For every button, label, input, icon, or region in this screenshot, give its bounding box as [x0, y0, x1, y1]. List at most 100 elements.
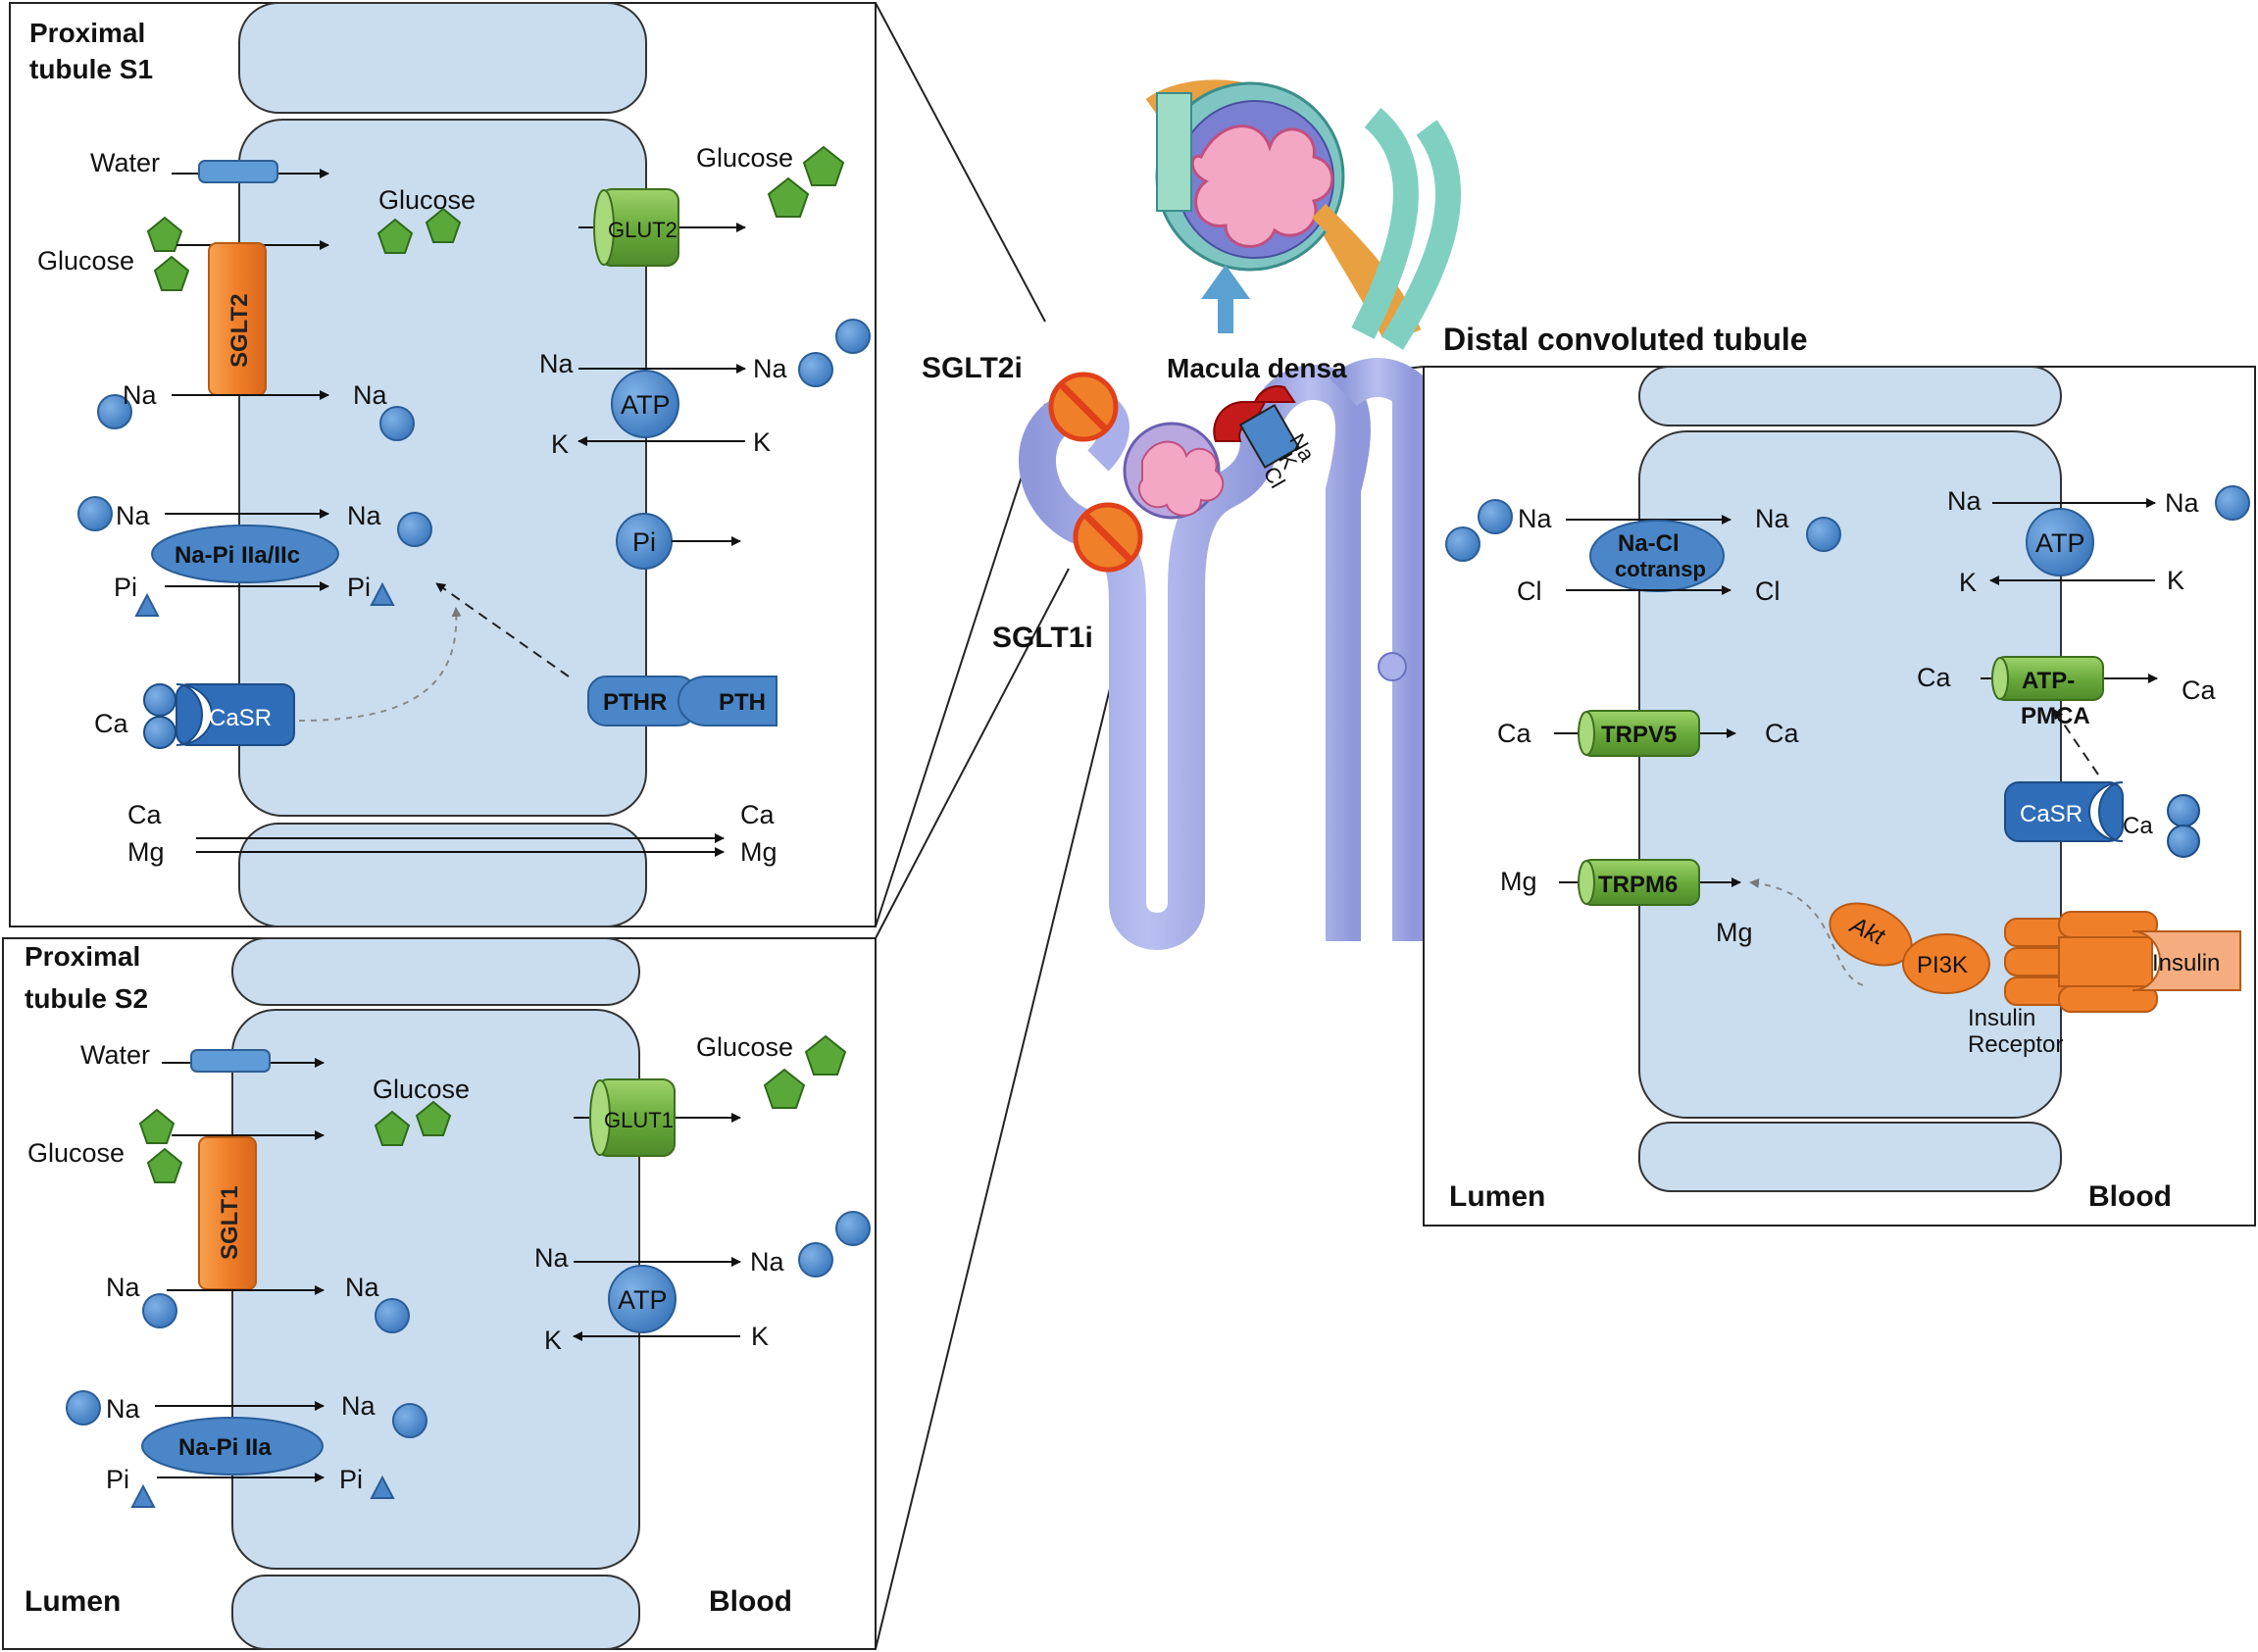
s2-na-ion — [142, 1293, 177, 1328]
s1-glucose-icon — [153, 255, 190, 291]
nkcc-transporter — [1238, 403, 1301, 470]
s1-glut2-end — [593, 189, 615, 266]
s2-atp-pump — [608, 1265, 677, 1333]
macula-densa-cap — [1253, 385, 1296, 403]
s2-na-mid2-label: Na — [341, 1391, 376, 1421]
s2-sglt1-label: SGLT1 — [217, 1185, 243, 1260]
s1-na-left-label: Na — [123, 380, 157, 410]
macula-densa-label: Macula densa — [1167, 353, 1347, 383]
s2-na-right-in-label: Na — [534, 1243, 569, 1273]
s2-atp-label: ATP — [618, 1285, 668, 1315]
s1-ca-bottom-left-label: Ca — [127, 800, 162, 829]
dct-ca-ion — [2167, 794, 2200, 827]
dct-ca-right-out-label: Ca — [2182, 676, 2216, 705]
s2-glut1-label: GLUT1 — [604, 1108, 674, 1132]
dct-casr-ca-label: Ca — [2123, 813, 2153, 839]
s1-atp-pump — [611, 370, 679, 438]
s2-phosphate-icon — [370, 1475, 395, 1499]
dct-ca-mid-label: Ca — [1765, 719, 1799, 748]
s1-pth-hormone — [677, 676, 778, 726]
dct-mg-left-label: Mg — [1500, 867, 1537, 896]
s1-pi-pump-label: Pi — [632, 527, 656, 557]
s1-glucose-icon — [425, 207, 462, 243]
dct-cell-top — [1638, 366, 2062, 426]
ncc-label-line1: Na-Cl — [1618, 530, 1680, 557]
dct-na-ion — [1806, 517, 1841, 552]
s1-napi-label: Na-Pi IIa/IIc — [175, 542, 300, 569]
s1-ca-left-label: Ca — [94, 709, 128, 738]
sglt2i-label: SGLT2i — [922, 352, 1023, 384]
s1-glut2-label: GLUT2 — [608, 218, 677, 242]
s1-glucose-icon — [767, 176, 810, 218]
s2-glucose-icon — [146, 1147, 183, 1183]
dct-cl-left-label: Cl — [1517, 576, 1542, 606]
dct-na-ion — [1478, 499, 1513, 534]
collecting-duct — [1329, 358, 1431, 941]
s1-cell-main — [238, 119, 647, 817]
s1-mg-bottom-right-label: Mg — [740, 837, 778, 867]
s2-aquaporin — [190, 1049, 271, 1073]
dct-casr-cup — [2088, 781, 2124, 842]
s2-glucose-mid-label: Glucose — [373, 1075, 470, 1104]
s1-na-left2-label: Na — [116, 501, 150, 530]
s1-sglt2-label: SGLT2 — [226, 293, 253, 368]
s1-na-ion — [835, 319, 871, 354]
s1-casr-signal-arrow — [298, 607, 462, 722]
dct-na-ion — [2215, 485, 2250, 521]
s1-casr-cup — [176, 683, 213, 746]
dct-na-right-in-label: Na — [1947, 486, 1982, 516]
proximal-tubule-loop — [1019, 394, 1278, 950]
dct-k-in-label: K — [1959, 568, 1977, 597]
s1-mg-bottom-left-label: Mg — [127, 837, 165, 867]
s2-na-ion — [66, 1390, 101, 1426]
tubule-segment — [1380, 120, 1461, 350]
dct-ca-ion — [2167, 825, 2200, 858]
s2-k-out-label: K — [751, 1322, 769, 1351]
dct-mg-mid-label: Mg — [1716, 918, 1753, 947]
insulin-hormone — [2132, 930, 2241, 991]
s1-k-in-label: K — [551, 429, 569, 459]
s2-glucose-icon — [374, 1110, 411, 1146]
s1-glucose-mid-label: Glucose — [378, 185, 476, 215]
tubule-cells — [1156, 92, 1192, 212]
s1-water-label: Water — [90, 148, 160, 177]
s2-na-ion — [375, 1298, 410, 1333]
s2-title-line2: tubule S2 — [25, 983, 148, 1014]
s2-napi-label: Na-Pi IIa — [178, 1434, 272, 1461]
s2-na-ion — [798, 1242, 833, 1277]
s1-pi-mid-label: Pi — [347, 573, 371, 602]
s1-pth-label: PTH — [719, 689, 766, 716]
dct-cell-bottom — [1638, 1122, 2062, 1192]
s2-glucose-icon — [763, 1068, 806, 1109]
s2-water-label: Water — [80, 1040, 150, 1070]
s1-na-ion — [77, 496, 113, 531]
dct-blood-label: Blood — [2088, 1180, 2172, 1213]
s1-connector-top — [875, 2, 1046, 323]
dct-ca-right-in-label: Ca — [1917, 663, 1951, 692]
s2-napi-transporter — [141, 1417, 324, 1476]
pmca-label-line1: ATP- — [2022, 668, 2075, 694]
dct-na-left-label: Na — [1518, 504, 1552, 533]
s1-ca-bottom-right-label: Ca — [740, 800, 775, 829]
insulin-receptor-label-line1: Insulin — [1968, 1005, 2035, 1031]
s2-glucose-icon — [804, 1034, 847, 1076]
s2-pi-left-label: Pi — [106, 1465, 129, 1494]
s1-atp-label: ATP — [621, 390, 671, 420]
s1-na-mid2-label: Na — [347, 501, 381, 530]
trpm6-end — [1578, 860, 1595, 905]
s2-glucose-left-label: Glucose — [27, 1138, 125, 1168]
insulin-signal-arrow — [1749, 877, 1864, 986]
s2-connector-top — [875, 568, 1070, 939]
dct-casr-signal-arrow — [2053, 709, 2099, 776]
dct-cl-mid-label: Cl — [1755, 576, 1781, 606]
s1-glucose-right-label: Glucose — [696, 143, 793, 173]
s2-k-in-label: K — [544, 1326, 562, 1355]
s1-glucose-icon — [802, 145, 845, 186]
s2-na-left-label: Na — [106, 1273, 140, 1302]
sglt1i-inhibitor-icon — [1073, 502, 1143, 573]
s1-pth-signal-arrow — [435, 582, 570, 677]
dct-atp-pump — [2026, 508, 2094, 576]
dct-k-out-label: K — [2167, 566, 2184, 595]
panel-s2: Proximal tubule S2 Water Glucose Glucose… — [2, 937, 877, 1650]
